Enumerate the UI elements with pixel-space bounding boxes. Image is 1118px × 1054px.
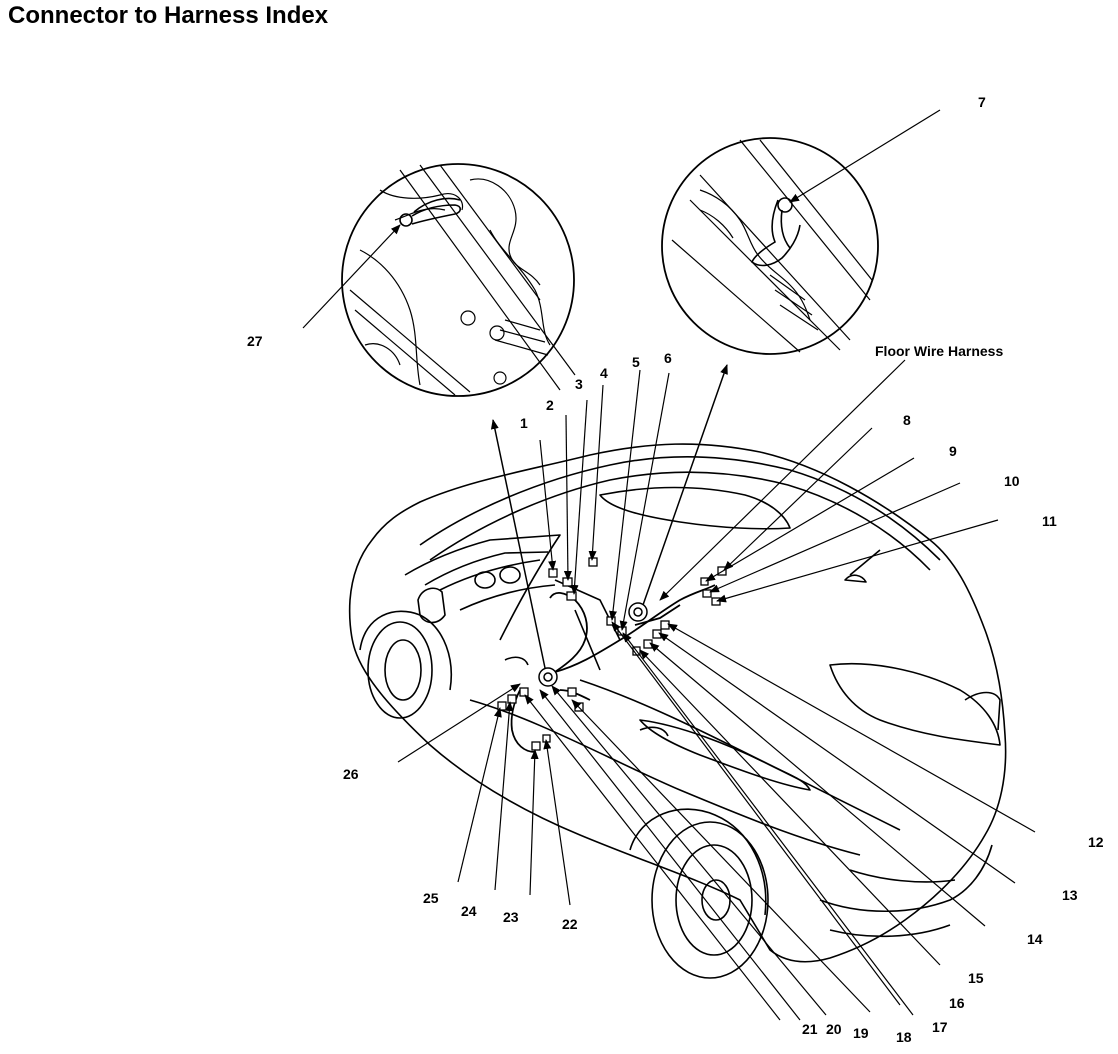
callout-25: 25: [423, 890, 439, 906]
page-title: Connector to Harness Index: [8, 2, 329, 29]
callout-8: 8: [903, 412, 911, 428]
leader-lines: [302, 109, 1036, 1021]
vehicle-body: [348, 443, 1007, 979]
callout-13: 13: [1062, 887, 1078, 903]
connector-7-detail: [751, 197, 801, 267]
connector-blocks: [497, 557, 727, 751]
callout-2: 2: [546, 397, 554, 413]
callout-3: 3: [575, 376, 583, 392]
callout-9: 9: [949, 443, 957, 459]
callout-19: 19: [853, 1025, 869, 1041]
callout-22: 22: [562, 916, 578, 932]
callout-7: 7: [978, 94, 986, 110]
detail-inset-left: [341, 163, 576, 397]
callout-10: 10: [1004, 473, 1020, 489]
callout-5: 5: [632, 354, 640, 370]
callout-4: 4: [600, 365, 608, 381]
callout-23: 23: [503, 909, 519, 925]
callout-18: 18: [896, 1029, 912, 1045]
connector-27-detail: [399, 197, 462, 227]
callout-27: 27: [247, 333, 263, 349]
ground-points: [538, 602, 648, 687]
callout-11: 11: [1042, 513, 1057, 529]
callout-1: 1: [520, 415, 528, 431]
callout-6: 6: [664, 350, 672, 366]
callout-15: 15: [968, 970, 984, 986]
callout-20: 20: [826, 1021, 842, 1037]
detail-inset-right: [661, 137, 879, 355]
callout-17: 17: [932, 1019, 948, 1035]
callout-12: 12: [1088, 834, 1104, 850]
inset-pointers: [490, 364, 728, 669]
callout-24: 24: [461, 903, 477, 919]
floor-wire-harness-label: Floor Wire Harness: [875, 343, 1003, 359]
callout-26: 26: [343, 766, 359, 782]
callout-labels: 1 2 3 4 5 6 7 8 9 10 11 12 13 14 15 16 1…: [247, 94, 1104, 1045]
callout-14: 14: [1027, 931, 1043, 947]
callout-21: 21: [802, 1021, 818, 1037]
callout-16: 16: [949, 995, 965, 1011]
